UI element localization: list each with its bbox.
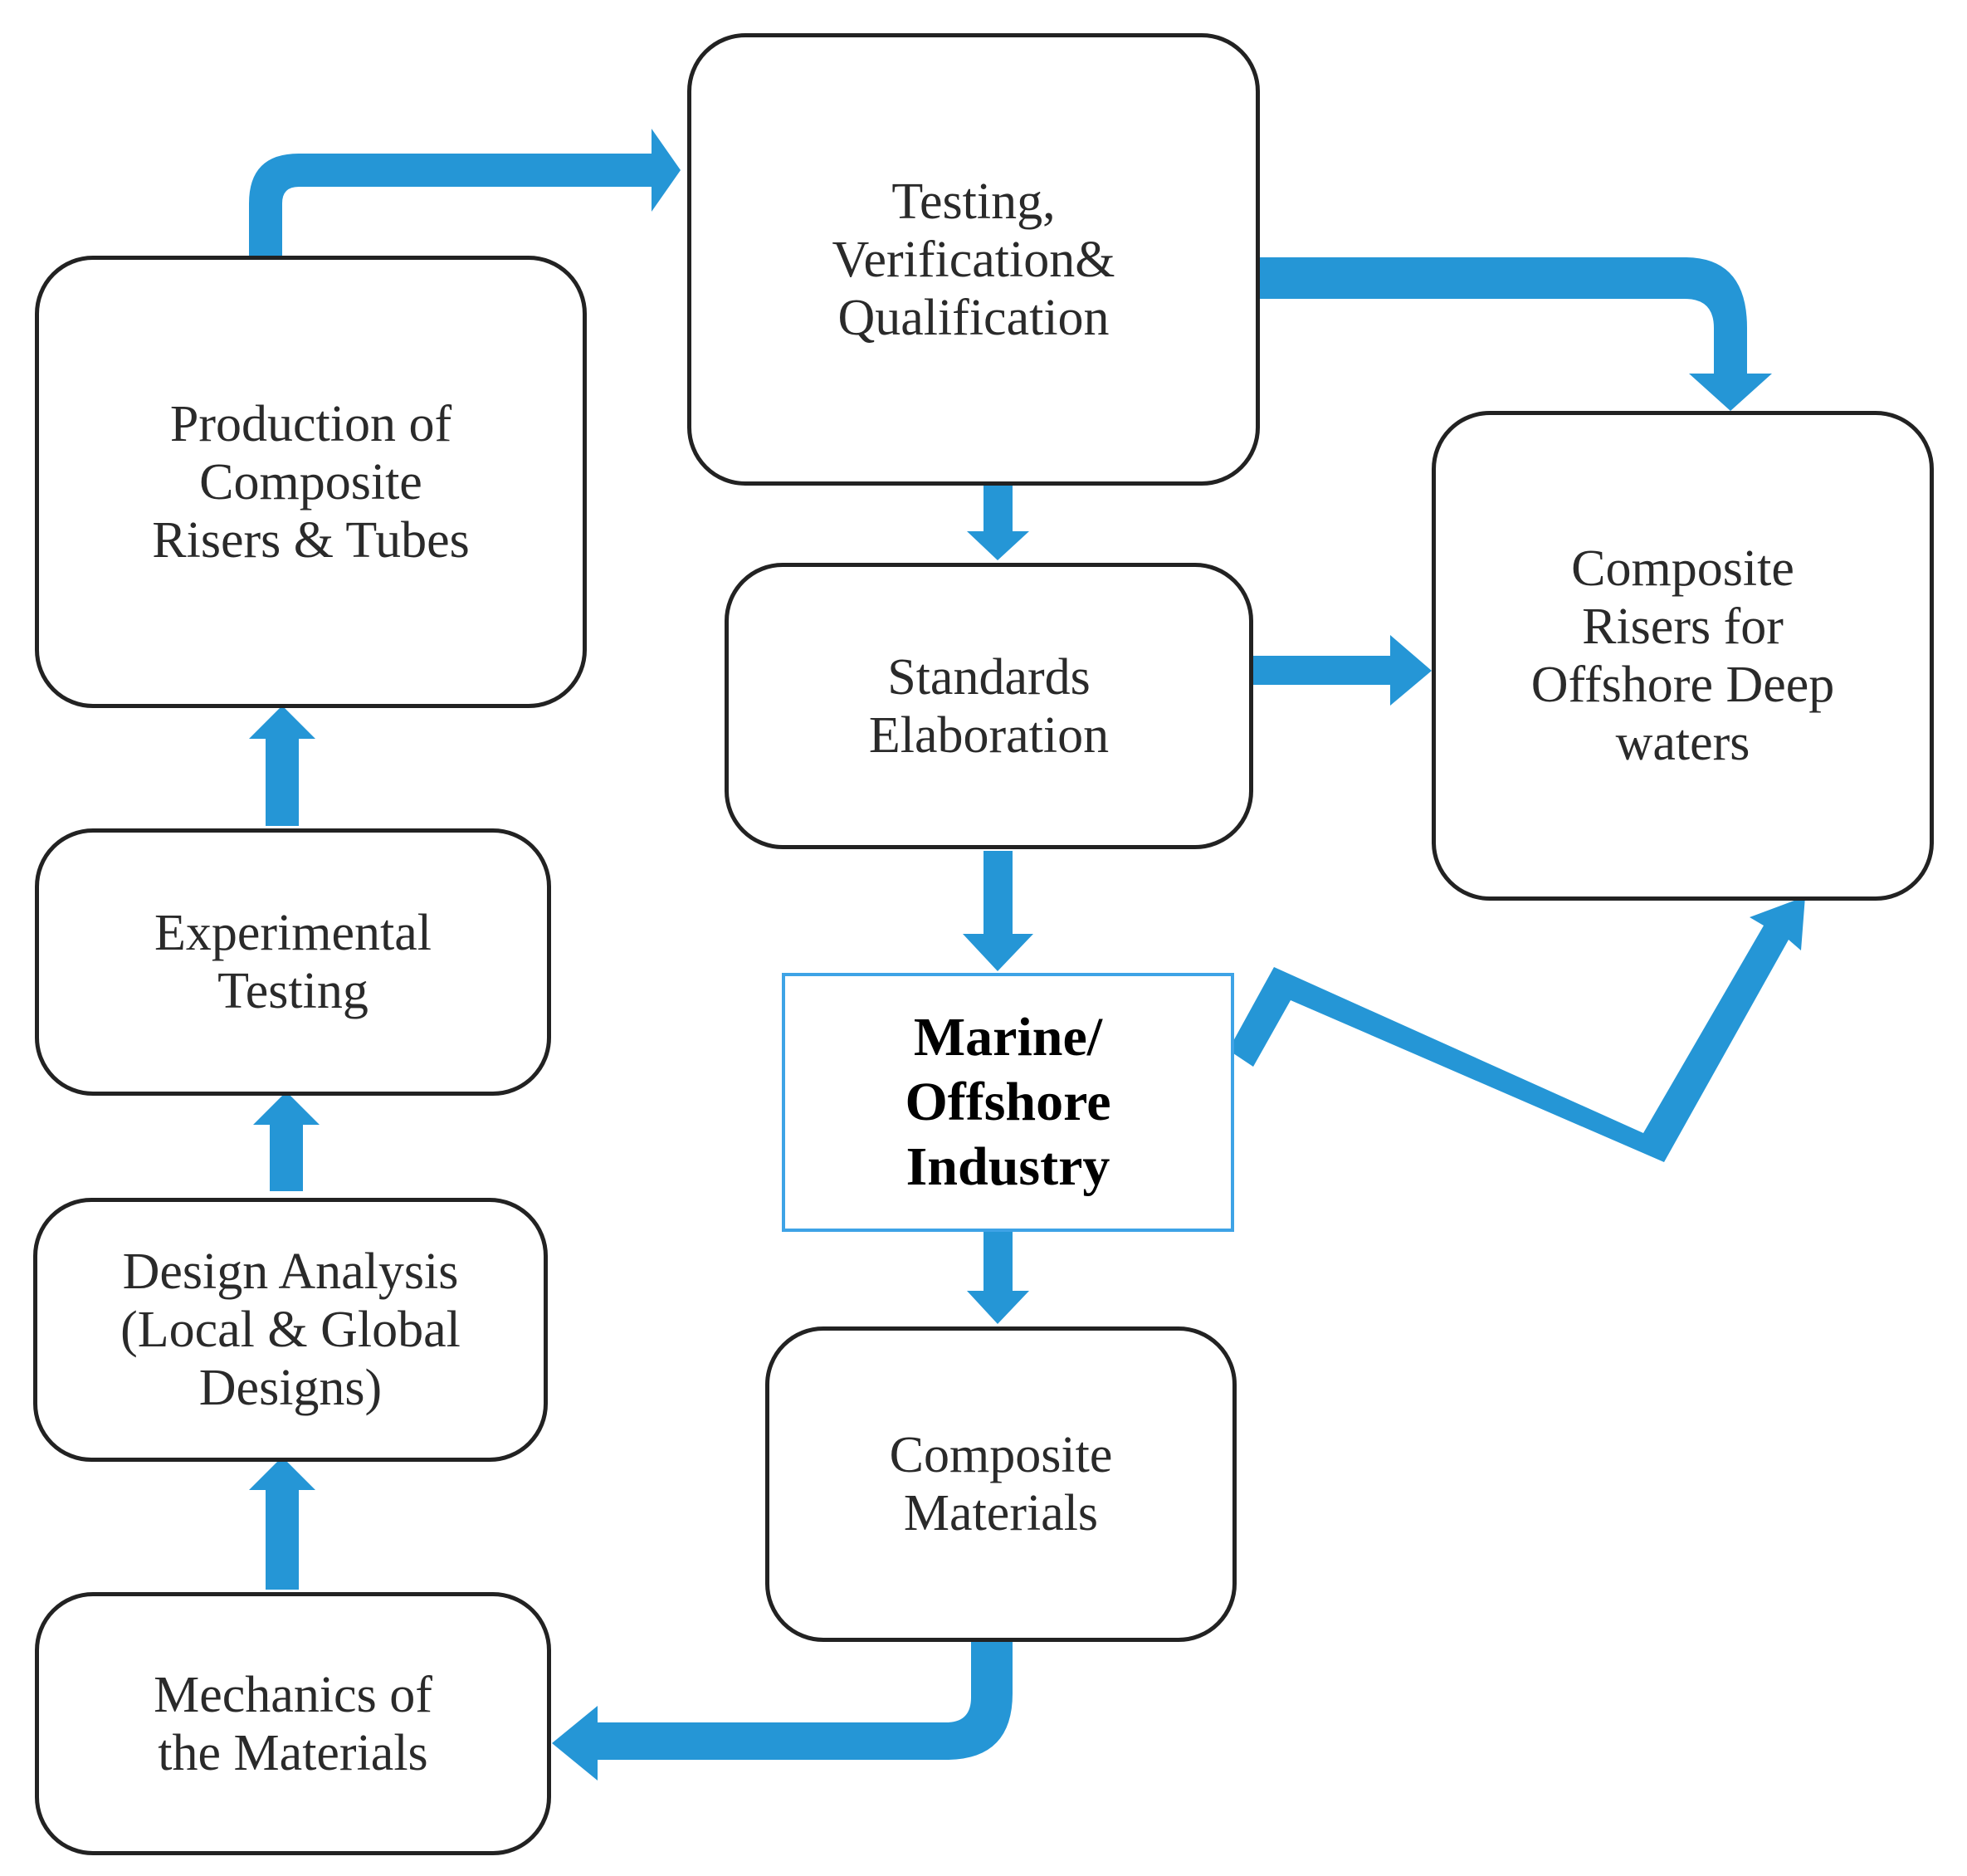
node-testing: Testing, Verification& Qualification — [687, 33, 1260, 486]
node-standards: Standards Elaboration — [725, 563, 1253, 849]
node-design-label: Design Analysis (Local & Global Designs) — [120, 1243, 461, 1416]
node-design: Design Analysis (Local & Global Designs) — [33, 1198, 548, 1462]
arrow-mechanics-to-design — [249, 1457, 315, 1590]
node-testing-label: Testing, Verification& Qualification — [832, 173, 1115, 346]
node-composite-risers: Composite Risers for Offshore Deep water… — [1432, 411, 1934, 901]
arrow-composite-materials-to-mechanics — [552, 1639, 1013, 1781]
arrow-testing-to-standards — [967, 486, 1029, 560]
node-production-label: Production of Composite Risers & Tubes — [152, 395, 470, 569]
node-mechanics-label: Mechanics of the Materials — [154, 1666, 432, 1781]
arrow-standards-to-composite-risers — [1253, 635, 1432, 706]
node-mechanics: Mechanics of the Materials — [35, 1592, 551, 1855]
arrow-marine-to-composite-materials — [967, 1229, 1029, 1324]
arrow-marine-to-composite-risers — [1228, 896, 1805, 1162]
node-composite-risers-label: Composite Risers for Offshore Deep water… — [1530, 540, 1835, 771]
arrow-testing-to-composite-risers — [1257, 257, 1772, 411]
node-composite-materials: Composite Materials — [765, 1326, 1237, 1642]
node-marine: Marine/ Offshore Industry — [782, 973, 1234, 1232]
node-composite-materials-label: Composite Materials — [889, 1427, 1113, 1541]
arrow-production-to-testing — [249, 129, 681, 261]
arrow-standards-to-marine — [963, 851, 1033, 971]
node-experimental-label: Experimental Testing — [154, 905, 432, 1019]
node-production: Production of Composite Risers & Tubes — [35, 256, 587, 708]
arrow-experimental-to-production — [249, 706, 315, 826]
node-standards-label: Standards Elaboration — [868, 648, 1110, 764]
arrow-design-to-experimental — [253, 1092, 320, 1191]
node-experimental: Experimental Testing — [35, 828, 551, 1096]
node-marine-label: Marine/ Offshore Industry — [905, 1007, 1111, 1197]
